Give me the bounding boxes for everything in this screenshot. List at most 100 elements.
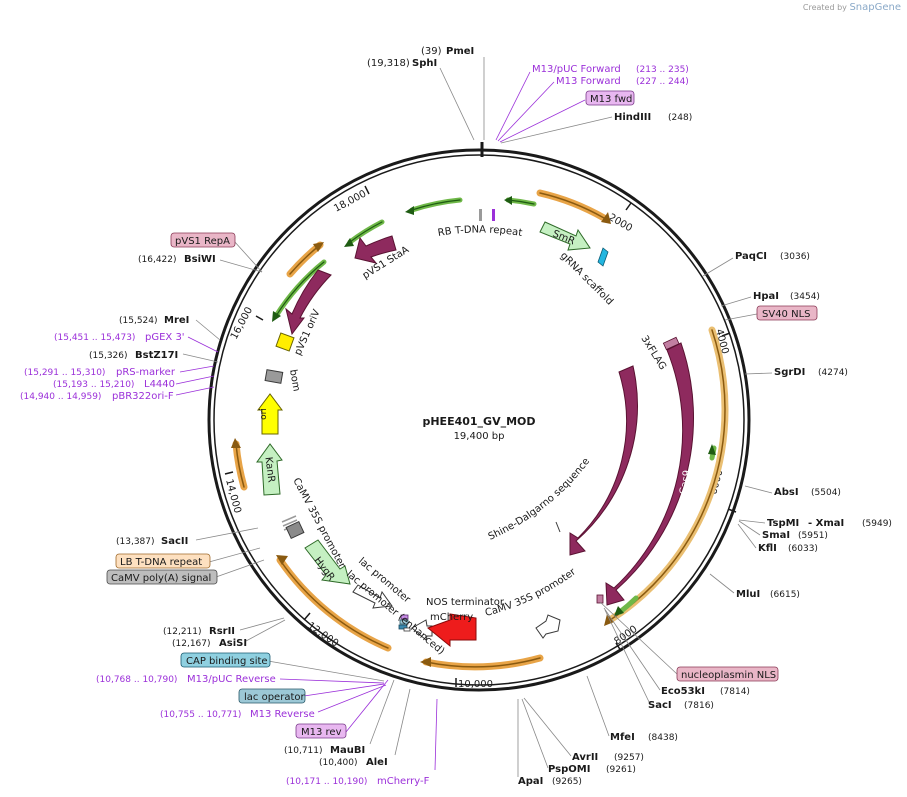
green-arrowhead-2: [405, 206, 414, 215]
tick-8000: [615, 642, 622, 652]
site-mrei-name: MreI: [164, 315, 189, 326]
leader-tspmi: [738, 519, 766, 524]
leader-pvs1-repa: [233, 240, 263, 273]
lac-operator-marker: [399, 619, 409, 625]
leader-hpai: [720, 296, 752, 307]
tick-12000: [303, 612, 311, 621]
site-smai-name: SmaI: [762, 530, 790, 541]
site-rsrii-pos: (12,211): [163, 627, 202, 637]
leader-m13-fwd: [497, 81, 555, 142]
camv35s-promoter-feature: [535, 614, 561, 639]
site-bsiwi-pos: (16,422): [138, 255, 177, 265]
tick-4000: [721, 332, 731, 337]
cas9-feature-inner: [569, 365, 638, 556]
m13rev-marker: [400, 614, 409, 620]
site-sacii-name: SacII: [161, 536, 188, 547]
primer-pgex-name: pGEX 3': [145, 332, 185, 343]
leader-sphi: [439, 67, 475, 141]
leader-hindiii: [500, 116, 613, 144]
m13fwd-box-label: M13 fwd: [590, 94, 632, 105]
smr-feature: [539, 221, 591, 251]
flag-label: 3xFLAG: [638, 334, 668, 372]
site-asisi-pos: (12,167): [172, 639, 211, 649]
orange-arrowhead-1: [601, 212, 611, 224]
site-hindiii-pos: (248): [668, 113, 692, 123]
site-kfli-pos: (6033): [788, 544, 818, 554]
site-avrii-name: AvrII: [572, 752, 598, 763]
orange-arc-3-core: [425, 657, 541, 668]
nos-terminator-marker: [403, 627, 411, 632]
leader-absi: [744, 485, 773, 494]
nls-marker: [596, 594, 604, 604]
site-paqci-name: PaqCI: [735, 251, 767, 262]
site-alei-name: AleI: [366, 757, 388, 768]
leader-sv40: [724, 313, 758, 321]
camv-polya-box: [106, 569, 218, 585]
tick-6000: [727, 508, 737, 513]
orange-arrowhead-3: [420, 657, 431, 667]
tick-2000: [625, 202, 632, 211]
primer-prs-name: pRS-marker: [116, 367, 176, 378]
rb-tdna-label: RB T-DNA repeat: [437, 225, 523, 239]
primer-m13-reverse-pos: (10,755 .. 10,771): [160, 710, 241, 720]
plasmid-name: pHEE401_GV_MOD: [422, 415, 535, 428]
site-pmei-pos: (39): [421, 46, 442, 57]
leader-m13-reverse: [317, 684, 387, 713]
leader-rsrii: [239, 617, 285, 631]
leader-mrei: [195, 319, 221, 341]
green-arrowhead-1: [504, 196, 512, 205]
orange-arrowhead-5: [231, 438, 241, 448]
site-maubi-name: MauBI: [330, 745, 365, 756]
leader-maubi: [369, 679, 395, 745]
leader-sgrdi: [744, 372, 773, 375]
site-avrii-pos: (9257): [614, 753, 644, 763]
site-smai-pos: (5951): [798, 531, 828, 541]
primer-pgex-pos: (15,451 .. 15,473): [54, 333, 135, 343]
site-hpai-name: HpaI: [753, 291, 779, 302]
m13rev-box: [295, 723, 347, 739]
leader-bstz17i: [182, 353, 219, 363]
nos-terminator-label: NOS terminator: [426, 597, 505, 608]
leader-kfli: [737, 523, 757, 549]
site-apai-pos: (9265): [552, 777, 582, 787]
nucleoplasmin-nls-label: nucleoplasmin NLS: [681, 670, 776, 681]
green-arc-2: [409, 197, 463, 213]
tick-label-10000: 10,000: [458, 679, 493, 690]
mcherry-feature: [427, 613, 477, 648]
site-pspomi-name: PspOMI: [548, 764, 590, 775]
shine-dalgarno-label-path: Shine-Dalgarno sequence: [487, 456, 592, 543]
kanr-label: KanR: [262, 456, 276, 483]
leader-nucleoplasmin: [599, 601, 678, 675]
polya-marker: [285, 520, 305, 540]
leader-pbr322: [175, 386, 215, 396]
leader-pspomi: [521, 698, 549, 769]
site-eco53ki-name: Eco53kI: [661, 686, 705, 697]
site-maubi-pos: (10,711): [284, 746, 323, 756]
leader-lac-operator: [303, 683, 385, 697]
leader-m13fwd-box: [499, 99, 586, 143]
leader-mlui: [709, 573, 735, 594]
site-hpai-pos: (3454): [790, 292, 820, 302]
leader-l4440: [175, 375, 215, 385]
leader-m13rev: [345, 679, 389, 733]
site-mfei-pos: (8438): [648, 733, 678, 743]
shine-dalgarno-marker: [555, 521, 561, 533]
m13fwd-box: [585, 90, 635, 106]
leader-mcherry-f: [434, 698, 438, 771]
snapgene-watermark: Created by SnapGene: [802, 2, 901, 13]
site-bstz17i-name: BstZ17I: [135, 350, 178, 361]
site-xmai-pos: (5949): [862, 519, 892, 529]
cas9-feature-outer: [605, 342, 694, 606]
site-apai-name: ApaI: [518, 776, 543, 787]
primer-m13puc-fwd-name: M13/pUC Forward: [532, 64, 621, 75]
camv35s-label-right-path: CaMV 35S promoter: [484, 566, 579, 619]
leader-alei: [394, 688, 411, 756]
green-arrowhead-5: [708, 444, 716, 455]
site-pspomi-pos: (9261): [606, 765, 636, 775]
site-rsrii-name: RsrII: [209, 626, 235, 637]
green-arrowhead-4: [272, 311, 281, 322]
backbone-inner: [213, 154, 745, 686]
primer-m13puc-fwd-pos: (213 .. 235): [636, 65, 689, 75]
m13rev-box-label: M13 rev: [301, 727, 342, 738]
leader-eco53ki: [603, 607, 661, 691]
